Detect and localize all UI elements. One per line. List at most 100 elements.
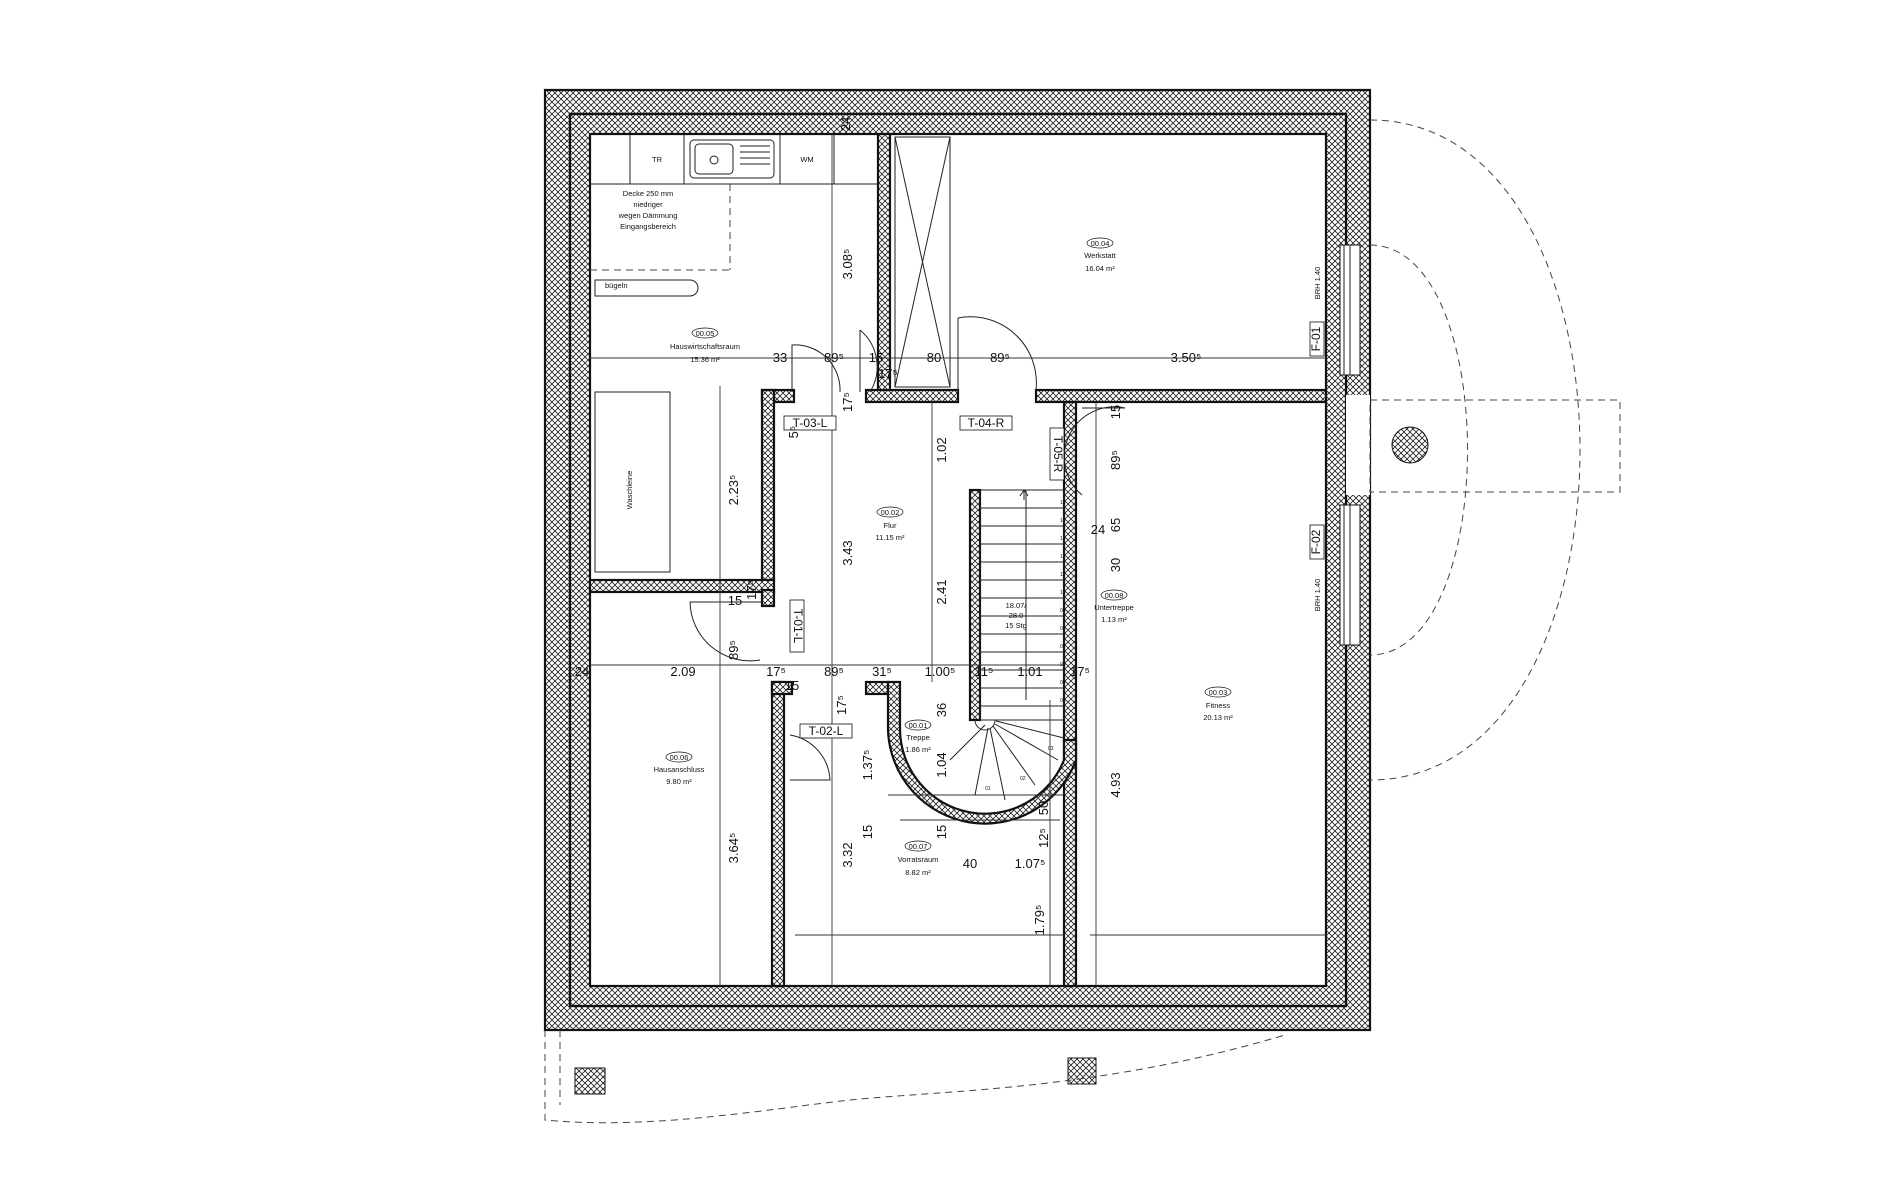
door-tag-t05: T-05-R xyxy=(1051,436,1065,473)
room-name: Hausanschluss xyxy=(654,765,705,774)
ironing-label: bügeln xyxy=(605,281,628,290)
stair-step-number: 15 xyxy=(1060,500,1066,506)
dim-label: 89⁵ xyxy=(726,640,741,660)
stair-labels: 18.07/ 28.0 15 Stg 15 14 13 12 11 10 09 … xyxy=(985,500,1066,792)
interior-walls xyxy=(568,112,1348,1008)
dim-label: 33 xyxy=(773,350,787,365)
dim-label: 2.41 xyxy=(934,579,949,604)
room-id: 00.05 xyxy=(696,329,715,338)
dim-label: 15 xyxy=(785,678,799,693)
dim-label: 1.02 xyxy=(934,437,949,462)
window-tag-f02: F-02 xyxy=(1309,529,1323,554)
dim-label: 15 xyxy=(1108,405,1123,419)
ceiling-note-line: Eingangsbereich xyxy=(620,222,676,231)
window-sill-note: BRH 1.40 xyxy=(1313,267,1322,300)
ceiling-note-line: niedriger xyxy=(633,200,663,209)
dim-label: 89⁵ xyxy=(824,350,844,365)
dim-label: 12⁵ xyxy=(1036,828,1051,848)
dimension-lines xyxy=(590,134,1326,986)
stair-step-number: 11 xyxy=(1060,572,1065,578)
stair-step-number: 04 xyxy=(1060,698,1066,704)
window-sill-note: BRH 1.40 xyxy=(1313,579,1322,612)
dim-label: 24 xyxy=(575,664,589,679)
stair-step-number: 06 xyxy=(1060,662,1066,668)
door-tag-t03: T-03-L xyxy=(793,416,828,430)
room-area: 20.13 m² xyxy=(1203,713,1233,722)
dim-label: 2.09 xyxy=(670,664,695,679)
dim-label: 2.23⁵ xyxy=(726,475,741,506)
room-name: Treppe xyxy=(906,733,930,742)
washer-label: WM xyxy=(800,155,813,164)
room-untertreppe: 00.08 Untertreppe 1.13 m² xyxy=(1094,589,1134,624)
stair-step-number: 09 xyxy=(1060,608,1066,614)
room-id: 00.06 xyxy=(670,753,689,762)
stair-step-number: 13 xyxy=(1060,536,1066,542)
window-tag-f01: F-01 xyxy=(1309,326,1323,351)
door-swings xyxy=(689,316,1126,781)
stair-step-number: 07 xyxy=(1060,644,1066,650)
dim-label: 15 xyxy=(728,593,742,608)
dim-label: 24 xyxy=(838,117,853,131)
room-id: 00.02 xyxy=(881,508,900,517)
dim-label: 1.01 xyxy=(1017,664,1042,679)
windows xyxy=(1339,119,1621,781)
fixtures xyxy=(544,134,1286,1124)
stair-step-number: 10 xyxy=(1060,590,1066,596)
room-werkstatt: 00.04 Werkstatt 16.04 m² xyxy=(1084,237,1117,273)
door-tag-t02: T-02-L xyxy=(809,724,844,738)
room-labels: 00.05 Hauswirtschaftsraum 15.36 m² 00.04… xyxy=(654,237,1233,877)
dim-label: 80 xyxy=(927,350,941,365)
dim-label: 11⁵ xyxy=(975,664,994,679)
dim-label: 4.93 xyxy=(1108,772,1123,797)
dim-label: 3.50⁵ xyxy=(1171,350,1202,365)
room-id: 00.03 xyxy=(1209,688,1228,697)
dim-label: 89⁵ xyxy=(990,350,1010,365)
dim-label: 50 xyxy=(1036,801,1051,815)
stair-spec-line: 18.07/ xyxy=(1006,601,1028,610)
room-flur: 00.02 Flur 11.15 m² xyxy=(875,506,905,542)
dim-label: 15 xyxy=(934,825,949,839)
dimension-labels: 33 89⁵ 15 17⁵ 80 89⁵ 3.50⁵ 17⁵ 5⁵ 1.02 1… xyxy=(575,117,1202,936)
stair-spec-line: 15 Stg xyxy=(1005,621,1027,630)
stair-step-number: 12 xyxy=(1060,554,1066,560)
room-name: Fitness xyxy=(1206,701,1230,710)
outer-walls xyxy=(543,88,1372,1032)
door-tags: T-03-L T-04-R T-05-R T-01-L T-02-L xyxy=(783,415,1065,739)
dryer-label: TR xyxy=(652,155,663,164)
room-vorratsraum: 00.07 Vorratsraum 8.82 m² xyxy=(898,840,939,877)
room-area: 16.04 m² xyxy=(1085,264,1115,273)
room-id: 00.07 xyxy=(909,842,928,851)
door-tag-t01: T-01-L xyxy=(791,609,805,644)
dim-label: 65 xyxy=(1108,518,1123,532)
dim-label: 1.79⁵ xyxy=(1032,905,1047,936)
dim-label: 1.37⁵ xyxy=(860,750,875,781)
dim-label: 15 xyxy=(860,825,875,839)
room-area: 15.36 m² xyxy=(690,355,720,364)
dim-label: 17⁵ xyxy=(1070,664,1090,679)
dim-label: 24 xyxy=(1091,522,1105,537)
room-id: 00.01 xyxy=(909,721,928,730)
room-id: 00.04 xyxy=(1091,239,1110,248)
dim-label: 3.32 xyxy=(840,842,855,867)
stair-step-number: 05 xyxy=(1060,680,1066,686)
dim-label: 31⁵ xyxy=(872,664,892,679)
dim-label: 17⁵ xyxy=(834,695,849,715)
dim-label: 40 xyxy=(963,856,977,871)
room-name: Flur xyxy=(884,521,897,530)
room-hauswirtschaftsraum: 00.05 Hauswirtschaftsraum 15.36 m² xyxy=(670,327,740,364)
dim-label: 89⁵ xyxy=(824,664,844,679)
stair-step-number: 08 xyxy=(1060,626,1066,632)
stair-spec-line: 28.0 xyxy=(1009,611,1024,620)
stair-step-number: 01 xyxy=(985,786,991,792)
dim-label: 1.00⁵ xyxy=(925,664,956,679)
room-name: Werkstatt xyxy=(1084,251,1116,260)
dim-label: 17⁵ xyxy=(878,366,898,381)
dim-label: 3.43 xyxy=(840,540,855,565)
ceiling-note-line: wegen Dämmung xyxy=(618,211,678,220)
room-name: Vorratsraum xyxy=(898,855,939,864)
dim-label: 1.07⁵ xyxy=(1015,856,1046,871)
room-fitness: 00.03 Fitness 20.13 m² xyxy=(1203,686,1233,722)
dim-label: 17⁵ xyxy=(840,392,855,412)
room-name: Hauswirtschaftsraum xyxy=(670,342,740,351)
